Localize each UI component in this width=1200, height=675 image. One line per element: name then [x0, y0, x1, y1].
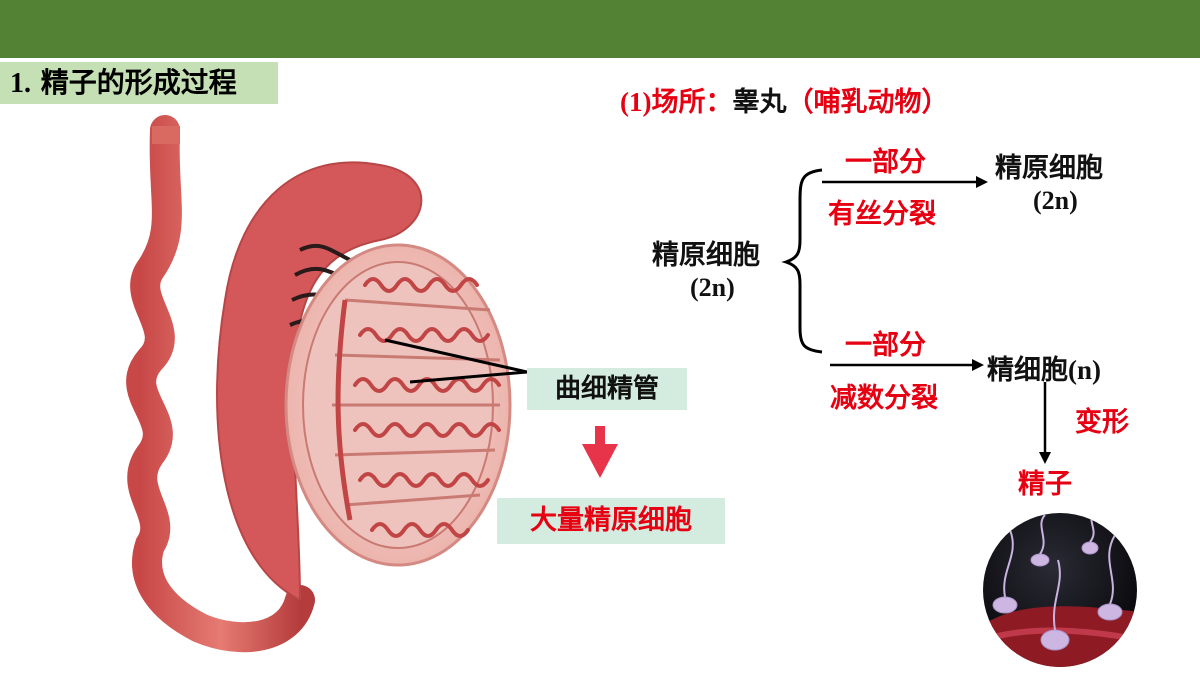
efferent-ducts: [289, 243, 353, 332]
down-arrow-red: [582, 426, 618, 478]
location-line: (1)场所：睾丸（哺乳动物）: [620, 80, 948, 119]
section-number: 1.: [10, 68, 31, 99]
branch1-result-ploidy: (2n): [1033, 186, 1078, 215]
vas-deferens: [126, 115, 315, 653]
tubule-label: 曲细精管: [527, 368, 687, 410]
brace: [781, 168, 823, 354]
location-prefix: (1): [620, 87, 652, 117]
epididymis: [216, 161, 423, 601]
seminiferous-tubules: [353, 277, 501, 538]
sperm-image: [983, 513, 1137, 667]
branch1-top-label: 一部分: [845, 147, 926, 178]
branch2-result-text: 精细胞: [987, 355, 1068, 386]
branch1-bottom-label: 有丝分裂: [828, 199, 936, 230]
pointer-lines: [384, 338, 528, 384]
testis: [284, 243, 512, 567]
source-ploidy: (2n): [690, 273, 735, 302]
lobule-septa: [332, 298, 501, 507]
location-value: 睾丸: [732, 87, 787, 118]
section-title: 1. 精子的形成过程: [0, 62, 278, 104]
branch1-result: 精原细胞: [995, 153, 1103, 184]
cells-label: 大量精原细胞: [497, 498, 725, 544]
branch2-result-ploidy: (n): [1068, 355, 1101, 385]
location-head: 场所：: [651, 87, 733, 118]
branch2-bottom-label: 减数分裂: [830, 383, 938, 414]
section-title-text: 精子的形成过程: [40, 66, 237, 99]
source-cell: 精原细胞: [652, 240, 760, 271]
final-label: 精子: [1018, 469, 1072, 500]
transform-label: 变形: [1075, 407, 1129, 438]
header-bar: [0, 0, 1200, 58]
location-note: （哺乳动物）: [786, 87, 949, 118]
branch2-result: 精细胞(n): [987, 348, 1101, 387]
branch2-top-label: 一部分: [845, 330, 926, 361]
arrow-transform: [1039, 382, 1051, 464]
